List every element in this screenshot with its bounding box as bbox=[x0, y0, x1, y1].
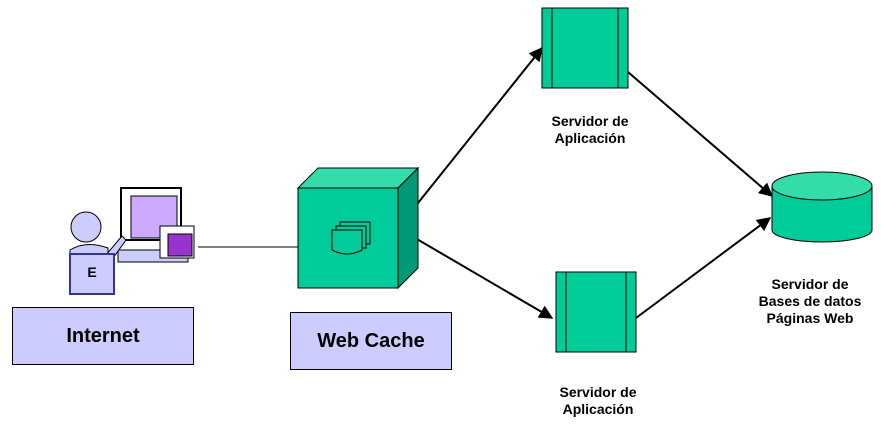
user-badge-letter: E bbox=[87, 264, 96, 280]
web-cache-label: Web Cache bbox=[317, 329, 425, 352]
user-at-computer-icon bbox=[69, 187, 195, 295]
internet-label: Internet bbox=[66, 324, 140, 347]
caption-line: Páginas Web bbox=[766, 310, 854, 326]
server-tower-icon bbox=[541, 7, 629, 89]
database-cylinder-icon bbox=[771, 171, 873, 243]
caption-line: Aplicación bbox=[554, 130, 626, 146]
caption-line: Servidor de bbox=[551, 113, 629, 129]
arrow-cache-to-app-top bbox=[397, 46, 543, 229]
arrow-app-top-to-db bbox=[627, 71, 774, 197]
caption-line: Bases de datos bbox=[758, 293, 862, 309]
caption-line: Servidor de bbox=[559, 384, 637, 400]
app-server-top-caption: Servidor de Aplicación bbox=[520, 113, 660, 147]
internet-label-box: Internet bbox=[12, 307, 194, 365]
web-cache-label-box: Web Cache bbox=[290, 312, 452, 370]
caption-line: Servidor de bbox=[771, 276, 849, 292]
app-server-bottom-caption: Servidor de Aplicación bbox=[528, 384, 668, 418]
cube-with-pages-icon bbox=[296, 166, 420, 290]
arrow-app-bottom-to-db bbox=[635, 217, 772, 319]
caption-line: Aplicación bbox=[562, 401, 634, 417]
server-tower-icon bbox=[555, 271, 637, 353]
db-server-caption: Servidor de Bases de datos Páginas Web bbox=[740, 276, 880, 327]
arrow-cache-to-app-bottom bbox=[397, 227, 554, 319]
